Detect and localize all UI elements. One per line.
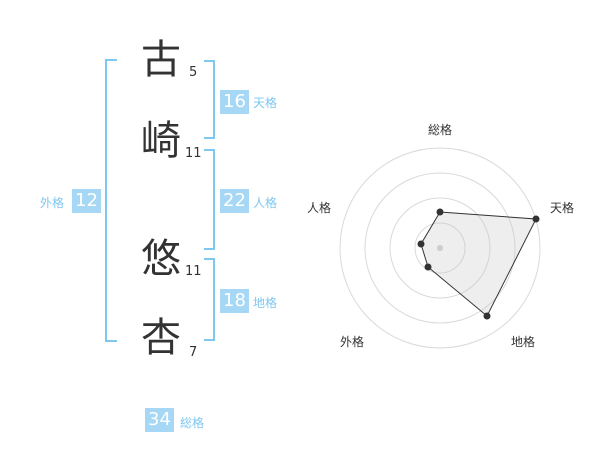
radar-rings xyxy=(339,147,541,349)
radar-axis-label-jinkaku: 人格 xyxy=(307,200,331,215)
soukaku-score-badge: 34 xyxy=(145,408,174,432)
gaikaku-score-badge: 12 xyxy=(72,189,101,213)
radar-point-jinkaku xyxy=(417,240,425,248)
kanji-char-1: 古 xyxy=(141,37,181,83)
jinkaku-score-badge: 22 xyxy=(220,189,249,213)
soukaku-label: 総格 xyxy=(180,416,205,430)
jinkaku-bracket xyxy=(204,149,215,250)
radar-axis-label-soukaku: 総格 xyxy=(428,122,452,137)
chikaku-label: 地格 xyxy=(253,296,278,310)
tenkaku-label: 天格 xyxy=(253,96,278,110)
radar-data-polygon xyxy=(420,211,537,317)
radar-ring-3 xyxy=(364,172,516,324)
radar-point-gaikaku xyxy=(424,263,432,271)
stroke-count-2: 11 xyxy=(185,146,202,161)
tenkaku-bracket xyxy=(204,60,215,139)
radar-ring-2 xyxy=(389,197,491,299)
radar-point-soukaku xyxy=(436,208,444,216)
jinkaku-label: 人格 xyxy=(253,196,278,210)
radar-axis-label-tenkaku: 天格 xyxy=(550,200,574,215)
radar-point-chikaku xyxy=(483,312,491,320)
radar-point-tenkaku xyxy=(532,215,540,223)
radar-center-dot xyxy=(437,245,443,251)
kanji-char-3: 悠 xyxy=(141,236,181,282)
kanji-char-2: 崎 xyxy=(141,118,181,164)
stroke-count-1: 5 xyxy=(189,65,198,80)
gaikaku-bracket xyxy=(105,59,117,342)
stroke-count-3: 11 xyxy=(185,264,202,279)
tenkaku-score-badge: 16 xyxy=(220,90,249,114)
radar-axis-label-chikaku: 地格 xyxy=(511,334,535,349)
radar-ring-4 xyxy=(339,147,541,349)
gaikaku-label: 外格 xyxy=(40,196,65,210)
chikaku-bracket xyxy=(204,258,215,341)
kanji-char-4: 杏 xyxy=(141,315,181,361)
radar-points xyxy=(417,208,540,320)
radar-ring-1 xyxy=(414,222,466,274)
radar-axis-label-gaikaku: 外格 xyxy=(340,334,364,349)
chikaku-score-badge: 18 xyxy=(220,289,249,313)
stroke-count-4: 7 xyxy=(189,345,198,360)
